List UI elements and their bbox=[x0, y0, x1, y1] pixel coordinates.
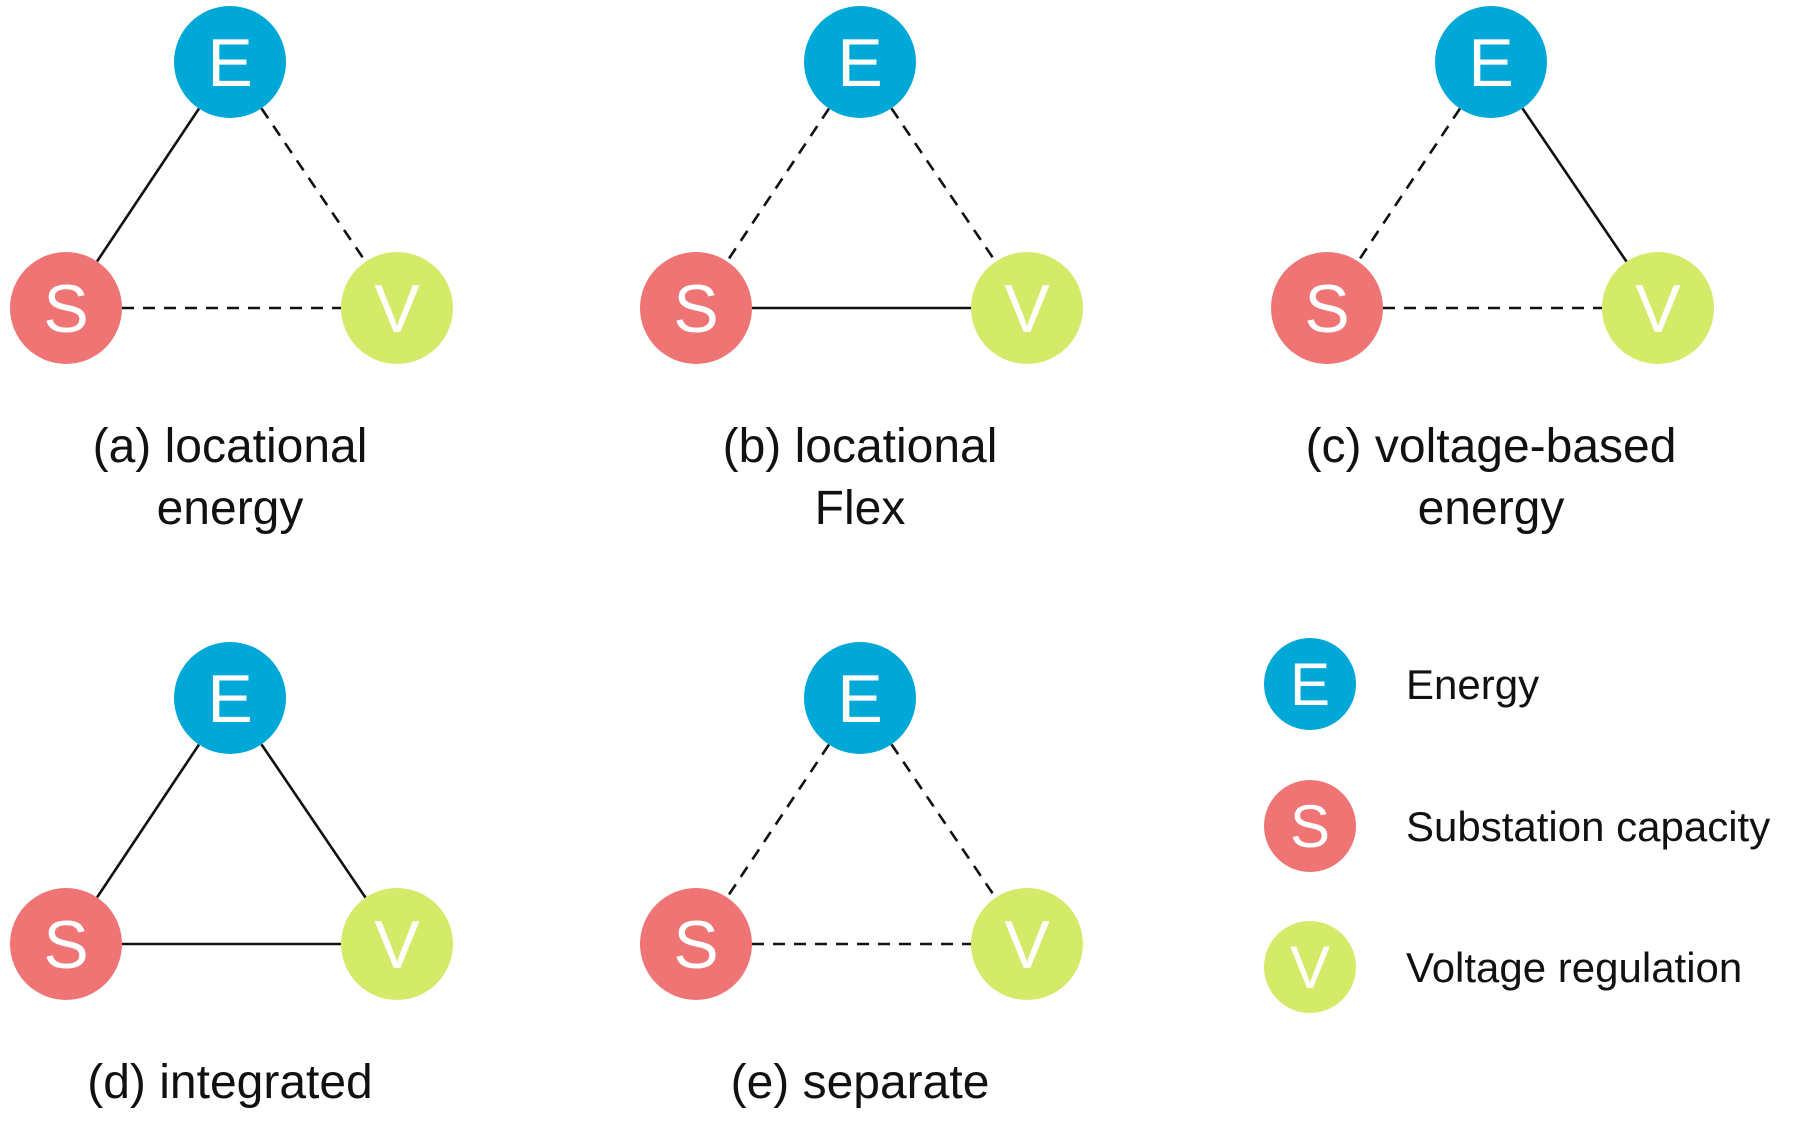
node-circle bbox=[971, 252, 1083, 364]
legend-item-s: S Substation capacity bbox=[1264, 780, 1770, 872]
edge-e-s-dashed bbox=[725, 743, 831, 899]
node-circle bbox=[341, 252, 453, 364]
node-e: E bbox=[804, 6, 916, 118]
node-circle bbox=[971, 888, 1083, 1000]
edge-e-s-dashed bbox=[725, 107, 831, 263]
panel-caption-line: (a) locational bbox=[93, 420, 368, 473]
edge-e-v-solid bbox=[1521, 107, 1628, 263]
panel-caption-line: (c) voltage-based bbox=[1306, 420, 1677, 473]
node-s: S bbox=[1271, 252, 1383, 364]
node-letter: V bbox=[1635, 271, 1681, 347]
node-letter: V bbox=[1004, 907, 1050, 983]
node-circle bbox=[804, 6, 916, 118]
node-letter: S bbox=[43, 271, 88, 347]
panel-d: E S V (d) integrated bbox=[10, 642, 453, 1109]
node-v: V bbox=[971, 252, 1083, 364]
panel-c: E S V (c) voltage-based energy bbox=[1271, 6, 1714, 535]
legend-swatch bbox=[1264, 638, 1356, 730]
legend-swatch-letter: V bbox=[1290, 934, 1330, 1001]
edge-e-v-dashed bbox=[890, 107, 997, 263]
node-letter: E bbox=[207, 661, 252, 737]
panel-caption-line: (d) integrated bbox=[87, 1056, 373, 1109]
node-letter: S bbox=[673, 271, 718, 347]
node-circle bbox=[1602, 252, 1714, 364]
node-circle bbox=[174, 6, 286, 118]
edge-e-s-dashed bbox=[1356, 107, 1462, 263]
node-letter: E bbox=[207, 25, 252, 101]
node-circle bbox=[804, 642, 916, 754]
node-letter: V bbox=[374, 271, 420, 347]
legend-item-v: V Voltage regulation bbox=[1264, 921, 1742, 1013]
panel-a: E S V (a) locational energy bbox=[10, 6, 453, 535]
node-circle bbox=[1271, 252, 1383, 364]
node-circle bbox=[10, 252, 122, 364]
node-v: V bbox=[341, 888, 453, 1000]
panel-e: E S V (e) separate bbox=[640, 642, 1083, 1109]
node-circle bbox=[640, 888, 752, 1000]
legend-swatch bbox=[1264, 921, 1356, 1013]
node-circle bbox=[10, 888, 122, 1000]
legend-item-e: E Energy bbox=[1264, 638, 1539, 730]
edge-e-s-solid bbox=[95, 107, 201, 263]
node-v: V bbox=[1602, 252, 1714, 364]
node-letter: E bbox=[837, 661, 882, 737]
node-letter: E bbox=[1468, 25, 1513, 101]
panel-caption-line: (e) separate bbox=[731, 1056, 990, 1109]
node-letter: S bbox=[673, 907, 718, 983]
node-e: E bbox=[174, 642, 286, 754]
edge-e-s-solid bbox=[95, 743, 201, 899]
legend-swatch bbox=[1264, 780, 1356, 872]
node-letter: S bbox=[1304, 271, 1349, 347]
node-circle bbox=[174, 642, 286, 754]
panel-caption-line: energy bbox=[1418, 482, 1565, 535]
node-s: S bbox=[640, 888, 752, 1000]
edge-e-v-dashed bbox=[890, 743, 997, 899]
panel-caption-line: (b) locational bbox=[723, 420, 998, 473]
node-letter: V bbox=[374, 907, 420, 983]
node-letter: V bbox=[1004, 271, 1050, 347]
legend-swatch-letter: E bbox=[1290, 651, 1330, 718]
edge-e-v-dashed bbox=[260, 107, 367, 263]
node-circle bbox=[341, 888, 453, 1000]
node-circle bbox=[640, 252, 752, 364]
node-e: E bbox=[174, 6, 286, 118]
panel-caption-line: energy bbox=[157, 482, 304, 535]
legend-label: Voltage regulation bbox=[1406, 944, 1742, 991]
node-letter: E bbox=[837, 25, 882, 101]
node-e: E bbox=[1435, 6, 1547, 118]
node-v: V bbox=[341, 252, 453, 364]
node-letter: S bbox=[43, 907, 88, 983]
node-s: S bbox=[640, 252, 752, 364]
legend-label: Energy bbox=[1406, 661, 1539, 708]
panel-caption-line: Flex bbox=[815, 482, 906, 535]
node-e: E bbox=[804, 642, 916, 754]
node-circle bbox=[1435, 6, 1547, 118]
legend-swatch-letter: S bbox=[1290, 793, 1330, 860]
edge-e-v-solid bbox=[260, 743, 367, 899]
node-v: V bbox=[971, 888, 1083, 1000]
node-s: S bbox=[10, 888, 122, 1000]
node-s: S bbox=[10, 252, 122, 364]
legend-label: Substation capacity bbox=[1406, 803, 1770, 850]
